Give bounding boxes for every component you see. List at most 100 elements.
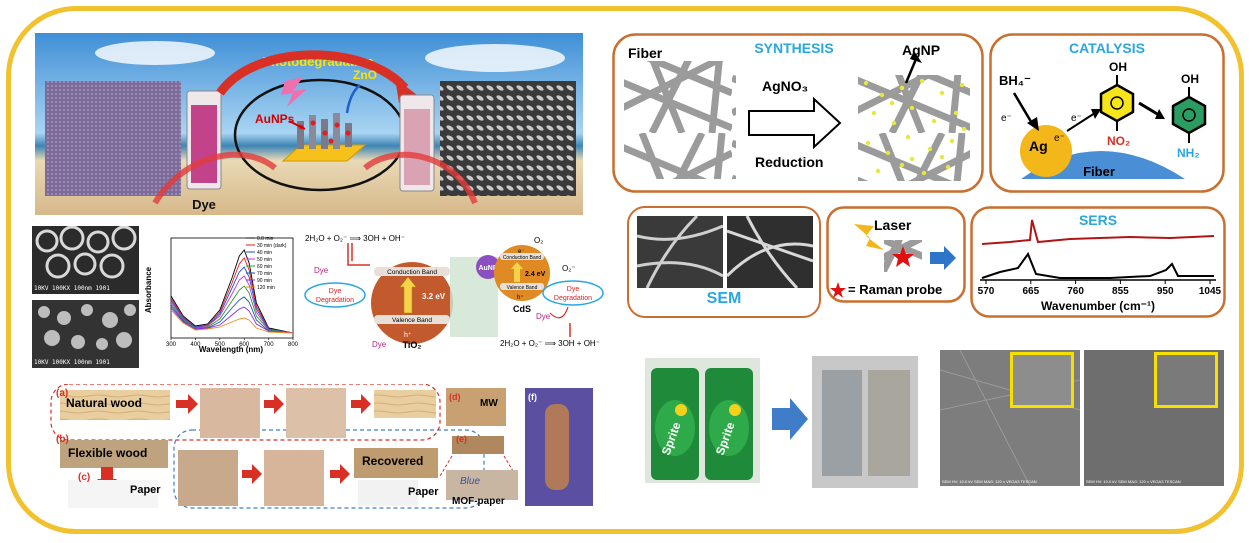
nitrophenol-ring xyxy=(1099,83,1135,123)
oh-label-1: OH xyxy=(1109,60,1127,74)
agnp-dot xyxy=(927,146,933,152)
sem-label: SEM xyxy=(706,290,742,307)
oh-label-2: OH xyxy=(1181,72,1199,86)
tio2-hole: h⁺ xyxy=(404,332,412,339)
sem-foil-caption-1: SEM HV: 10.0 kV SEM MAG: 120 x VEGA3 TES… xyxy=(942,479,1037,484)
photodegradation-panel: Dye Photodegradation ZnO AuNPs xyxy=(35,33,583,215)
tio2-label: TiO₂ xyxy=(403,340,422,350)
lightning-icon xyxy=(281,77,307,107)
top-process-arrow xyxy=(216,50,409,96)
legend-entry: 50 min xyxy=(257,257,272,263)
cds-hole: h⁺ xyxy=(517,294,524,301)
mof-strip-photo xyxy=(452,436,504,454)
mof-paper-photo xyxy=(446,470,518,500)
label-e: (e) xyxy=(456,434,467,444)
sers-xlabel: Wavenumber (cm⁻¹) xyxy=(1041,299,1155,313)
aluminium-foil-photo xyxy=(812,356,918,488)
raman-star-icon xyxy=(892,246,914,267)
fabric-photo xyxy=(45,81,181,196)
sem-fiber-image-1 xyxy=(637,216,723,288)
sers-tick-label: 1045 xyxy=(1199,286,1222,297)
electron-label-1: e⁻ xyxy=(1001,113,1012,124)
sprite-cans-photo: Sprite Sprite xyxy=(645,358,760,483)
dye-label-left: Dye xyxy=(314,266,329,275)
bh4-label: BH₄⁻ xyxy=(999,73,1031,88)
svg-text:Degradation: Degradation xyxy=(554,295,592,302)
cds-valence-band: Valence Band xyxy=(507,285,538,291)
dye-label-right: Dye xyxy=(536,312,551,321)
chart-ylabel: Absorbance xyxy=(144,266,153,313)
chart-series-line xyxy=(170,285,294,334)
sem-foil-caption-2: SEM HV: 10.0 kV SEM MAG: 120 x VEGA3 TES… xyxy=(1086,479,1181,484)
agnp-dot xyxy=(863,80,869,86)
raman-star-legend-icon xyxy=(830,282,846,298)
ag-electron: e⁻ xyxy=(1054,133,1065,144)
outer-frame xyxy=(6,6,1244,534)
paper-photo xyxy=(68,480,158,508)
hand-bend-photo-4 xyxy=(264,450,324,506)
sem-nanorods xyxy=(440,81,576,196)
tio2-gap: 3.2 eV xyxy=(422,292,446,301)
cds-gap: 2.4 eV xyxy=(525,271,546,278)
agnp-dot xyxy=(899,162,905,168)
sem-honeycomb-image: 10KV 100KX 100nm 1901 xyxy=(32,226,139,294)
label-c: (c) xyxy=(78,472,91,483)
top-equation: 2H₂O + O₂⁻ ⟹ 3OH + OH⁻ xyxy=(305,234,405,243)
legend-entry: 90 min xyxy=(257,278,272,284)
sers-tick-label: 855 xyxy=(1112,286,1129,297)
sem-caption-bottom: 10KV 100KX 100nm 1901 xyxy=(34,359,110,366)
flexible-wood-label: Flexible wood xyxy=(68,446,148,460)
handwriting-label: Blue xyxy=(460,476,481,487)
agnp-dot xyxy=(871,110,877,116)
sem-fiber-image-2 xyxy=(727,216,813,288)
agnp-dot xyxy=(909,156,915,162)
wood-panel: (a) Natural wood (b) Flexible wood (c) P… xyxy=(48,384,597,510)
zoom-inset-2 xyxy=(1154,352,1218,408)
legend-entry: 120 min xyxy=(257,285,275,291)
agnp-dot xyxy=(953,110,959,116)
agnp-dot xyxy=(879,92,885,98)
synthesis-arrow xyxy=(748,96,842,150)
nh2-label: NH₂ xyxy=(1177,146,1200,160)
hand-bend-photo-1 xyxy=(200,388,260,438)
synthesis-panel: Fiber SYNTHESIS AgNO₃ Reduction AgNP xyxy=(612,33,984,193)
natural-wood-photo xyxy=(60,390,170,420)
label-f: (f) xyxy=(528,392,537,402)
transform-arrow xyxy=(772,398,808,440)
svg-text:Dye: Dye xyxy=(567,286,580,293)
legend-entry: 60 min xyxy=(257,264,272,270)
chart-xtick-label: 600 xyxy=(239,342,250,348)
agnp-dot xyxy=(931,118,937,124)
sers-tick-label: 570 xyxy=(978,286,995,297)
agnp-dot xyxy=(875,168,881,174)
catalysis-fiber-label: Fiber xyxy=(1083,164,1115,179)
chart-xtick-label: 400 xyxy=(190,342,201,348)
paper-label-2: Paper xyxy=(408,486,439,498)
chart-plot-area xyxy=(170,237,294,339)
aunp-label: AuNP xyxy=(478,265,497,272)
electron-label-2: e⁻ xyxy=(1071,113,1082,124)
hand-bend-photo-2 xyxy=(286,388,346,438)
agnp-dot xyxy=(921,170,927,176)
tio2-conduction-band: Conduction Band xyxy=(387,269,437,276)
agnp-dot xyxy=(885,150,891,156)
raman-probe-label: = Raman probe xyxy=(848,282,942,297)
chart-series-line xyxy=(170,249,294,334)
agnp-dot xyxy=(949,138,955,144)
aunps-label: AuNPs xyxy=(255,112,295,126)
sers-tick-label: 665 xyxy=(1022,286,1039,297)
agnp-dot xyxy=(959,82,965,88)
o2-label: O₂ xyxy=(534,236,543,245)
legend-entry: 70 min xyxy=(257,271,272,277)
sers-spectrum-black xyxy=(981,251,1214,279)
aminophenol-ring xyxy=(1171,95,1207,135)
ag-label: Ag xyxy=(1029,138,1048,154)
zoom-inset-1 xyxy=(1010,352,1074,408)
agnp-dot xyxy=(909,105,915,111)
label-d: (d) xyxy=(449,392,461,402)
agnp-dot xyxy=(919,78,925,84)
cds-label: CdS xyxy=(513,304,531,314)
label-a: (a) xyxy=(56,388,69,399)
